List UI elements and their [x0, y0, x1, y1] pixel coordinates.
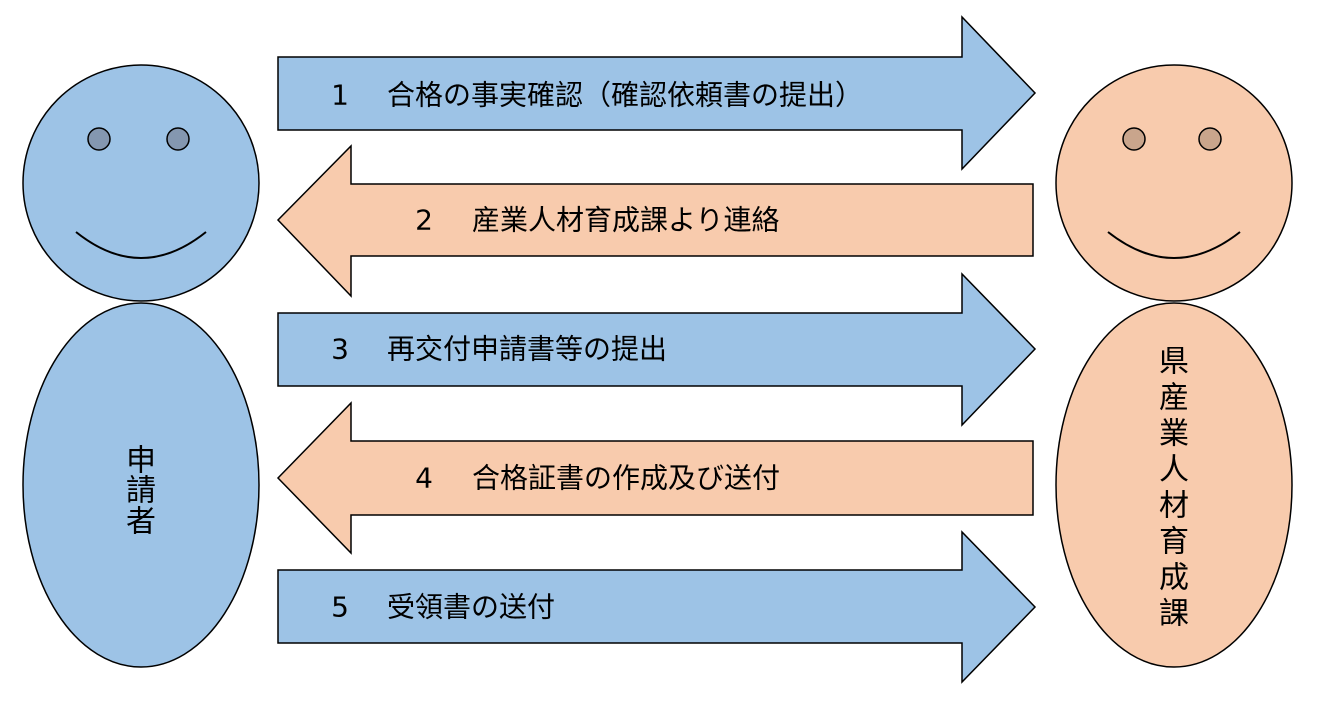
department-label-char: 業 [1159, 417, 1189, 452]
applicant-label-char: 者 [126, 505, 156, 540]
step-number: 4 [415, 462, 433, 495]
department-left-eye [1122, 127, 1146, 151]
step-text: 合格の事実確認（確認依頼書の提出） [387, 79, 863, 112]
department-label-char: 人 [1159, 453, 1189, 488]
arrow-shape [277, 272, 1037, 427]
department-head [1055, 64, 1293, 302]
step-text: 受領書の送付 [387, 591, 555, 624]
department-label-char: 育 [1159, 525, 1189, 560]
department-figure: 県 産 業 人 材 育 成 課 [1055, 64, 1293, 668]
department-smile [1107, 231, 1241, 259]
applicant-right-eye [166, 127, 190, 151]
step-arrow-2: 2 産業人材育成課より連絡 [276, 144, 1034, 298]
step-arrow-1: 1 合格の事実確認（確認依頼書の提出） [277, 15, 1037, 171]
applicant-body [22, 302, 260, 668]
step-number: 5 [331, 591, 349, 624]
step-number: 2 [415, 204, 433, 237]
step-text: 再交付申請書等の提出 [387, 333, 667, 366]
arrow-shape [277, 530, 1037, 684]
step-text: 産業人材育成課より連絡 [472, 204, 779, 237]
arrow-shape [276, 401, 1034, 555]
applicant-head [22, 64, 260, 302]
applicant-label-char: 請 [126, 474, 156, 509]
step-arrow-3: 3 再交付申請書等の提出 [277, 272, 1037, 427]
department-right-eye [1198, 127, 1222, 151]
department-label-char: 産 [1159, 381, 1189, 416]
step-text: 合格証書の作成及び送付 [472, 462, 780, 495]
step-arrow-5: 5 受領書の送付 [277, 530, 1037, 684]
step-number: 3 [331, 333, 349, 366]
step-arrow-4: 4 合格証書の作成及び送付 [276, 401, 1034, 555]
applicant-left-eye [87, 127, 111, 151]
applicant-label-char: 申 [126, 444, 156, 479]
department-label-char: 材 [1159, 489, 1189, 524]
arrow-shape [276, 144, 1034, 298]
applicant-smile [75, 231, 207, 259]
department-label-char: 成 [1159, 561, 1189, 596]
arrow-shape [277, 15, 1037, 171]
applicant-figure: 申 請 者 [22, 64, 260, 668]
department-label-char: 県 [1159, 345, 1189, 380]
department-body [1055, 302, 1293, 668]
step-number: 1 [331, 79, 349, 112]
department-label-char: 課 [1159, 597, 1189, 632]
